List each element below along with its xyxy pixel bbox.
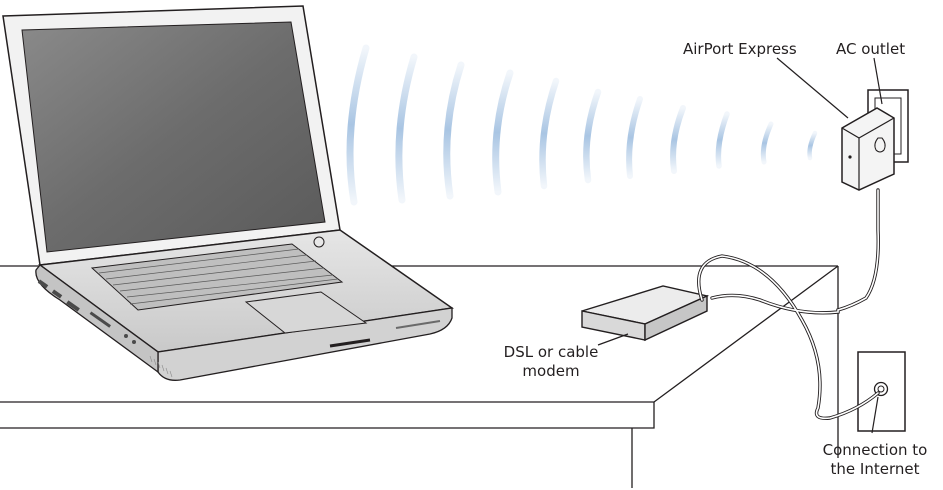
modem-icon: [581, 285, 710, 342]
internet-connection-label: Connection to the Internet: [812, 441, 938, 479]
internet-label-line1: Connection to: [822, 441, 928, 459]
leader-lines: [597, 57, 883, 434]
modem-label-line1: DSL or cable: [503, 343, 599, 361]
modem-label: DSL or cable modem: [493, 343, 609, 381]
wireless-signal-icon: [346, 44, 818, 206]
internet-label-line2: the Internet: [830, 460, 920, 478]
airport-express-label: AirPort Express: [683, 40, 797, 58]
airport-express-icon: [841, 107, 895, 191]
ac-outlet-label: AC outlet: [836, 40, 906, 58]
laptop-icon: [2, 5, 454, 381]
modem-label-line2: modem: [522, 362, 580, 380]
cables: [697, 188, 880, 420]
wall-jack-icon: [857, 351, 906, 432]
